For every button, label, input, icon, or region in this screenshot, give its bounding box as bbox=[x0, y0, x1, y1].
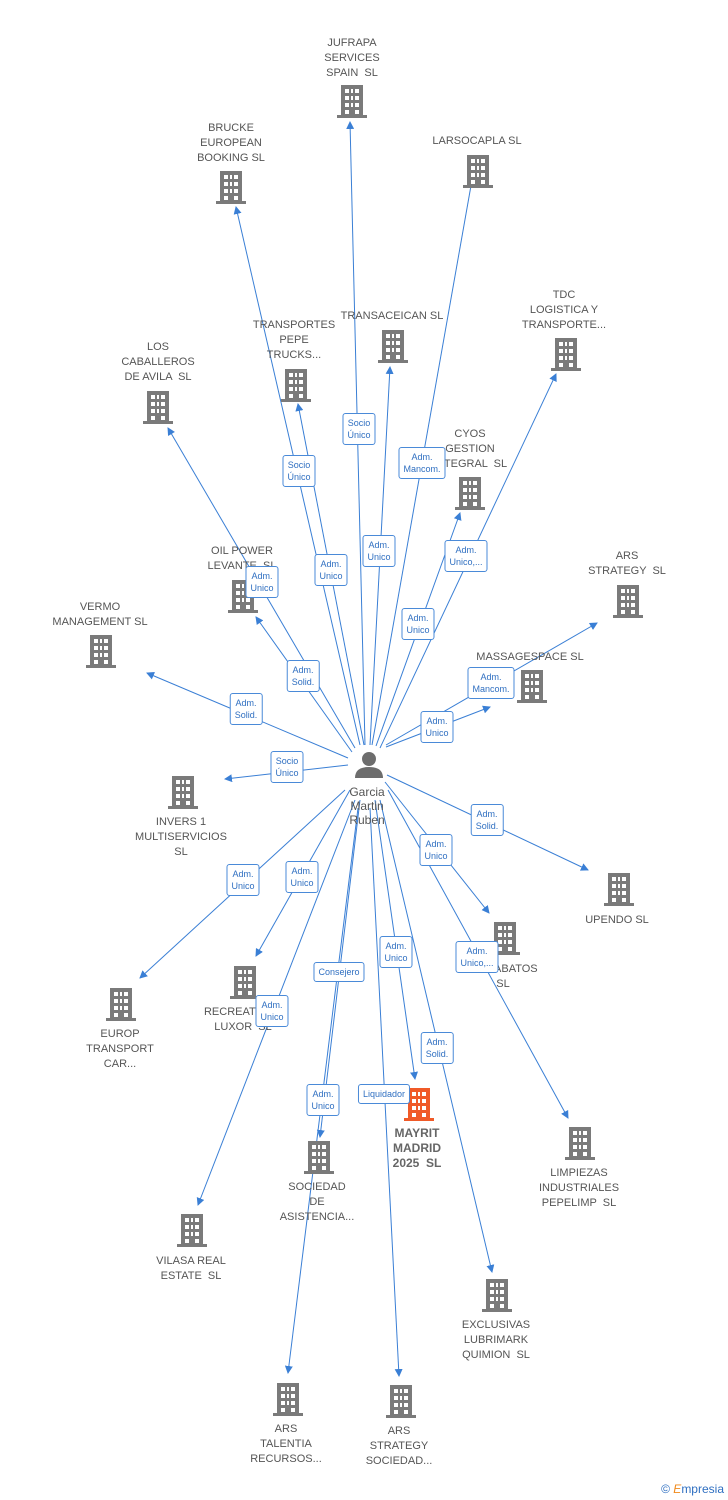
building-icon-vermo[interactable] bbox=[86, 635, 116, 668]
relation-label-ars_strategy[interactable]: Adm. Mancom. bbox=[467, 667, 515, 699]
company-label-larsocapla[interactable]: LARSOCAPLA SL bbox=[432, 135, 522, 147]
building-icon-transaceican[interactable] bbox=[378, 330, 408, 363]
relation-label-europ[interactable]: Adm. Unico bbox=[226, 864, 260, 896]
building-icon-europ[interactable] bbox=[106, 988, 136, 1021]
company-label-upendo[interactable]: UPENDO SL bbox=[585, 914, 649, 926]
copyright-symbol: © bbox=[661, 1482, 670, 1496]
relation-label-brucke[interactable]: Socio Único bbox=[282, 455, 316, 487]
company-label-europ[interactable]: EUROP TRANSPORT CAR... bbox=[86, 1028, 154, 1070]
building-icon-ars_strategy[interactable] bbox=[613, 585, 643, 618]
building-icon-larsocapla[interactable] bbox=[463, 155, 493, 188]
building-icon-limpiezas[interactable] bbox=[565, 1127, 595, 1160]
relation-label-invers[interactable]: Socio Único bbox=[270, 751, 304, 783]
company-label-oilpower[interactable]: OIL POWER LEVANTE SL bbox=[207, 545, 277, 572]
relation-label-larsocapla[interactable]: Adm. Mancom. bbox=[398, 447, 446, 479]
relation-label-transaceican[interactable]: Adm. Unico bbox=[362, 535, 396, 567]
building-icon-cyos[interactable] bbox=[455, 477, 485, 510]
building-icon-invers[interactable] bbox=[168, 776, 198, 809]
company-label-caballeros[interactable]: LOS CABALLEROS DE AVILA SL bbox=[121, 341, 195, 383]
building-icon-jufrapa[interactable] bbox=[337, 85, 367, 118]
relation-label-limpiezas[interactable]: Adm. Unico,... bbox=[455, 941, 499, 973]
brand-watermark: © Empresia bbox=[661, 1482, 724, 1496]
company-label-jufrapa[interactable]: JUFRAPA SERVICES SPAIN SL bbox=[324, 37, 380, 79]
relation-label-upendo[interactable]: Adm. Solid. bbox=[470, 804, 504, 836]
company-label-vilasa[interactable]: VILASA REAL ESTATE SL bbox=[156, 1255, 226, 1282]
building-icon-ars_talentia[interactable] bbox=[273, 1383, 303, 1416]
relation-label-sociedad[interactable]: Consejero bbox=[313, 962, 365, 982]
building-icon-vilasa[interactable] bbox=[177, 1214, 207, 1247]
relation-label-rabatos[interactable]: Adm. Unico bbox=[419, 834, 453, 866]
building-icon-brucke[interactable] bbox=[216, 171, 246, 204]
relation-label-tdc[interactable]: Adm. Unico,... bbox=[444, 540, 488, 572]
company-label-tdc[interactable]: TDC LOGISTICA Y TRANSPORTE... bbox=[521, 289, 607, 331]
company-label-sociedad[interactable]: SOCIEDAD DE ASISTENCIA... bbox=[279, 1181, 355, 1223]
company-label-ars_strategy[interactable]: ARS STRATEGY SL bbox=[588, 550, 666, 577]
relation-label-exclusivas[interactable]: Adm. Solid. bbox=[420, 1032, 454, 1064]
relation-label-pepe[interactable]: Adm. Unico bbox=[314, 554, 348, 586]
relation-label-mayrit[interactable]: Adm. Unico bbox=[379, 936, 413, 968]
building-icon-sociedad[interactable] bbox=[304, 1141, 334, 1174]
relation-label-caballeros[interactable]: Adm. Unico bbox=[245, 566, 279, 598]
relation-label-oilpower[interactable]: Adm. Solid. bbox=[286, 660, 320, 692]
company-label-massage[interactable]: MASSAGESPACE SL bbox=[476, 651, 584, 663]
company-label-mayrit[interactable]: MAYRIT MADRID 2025 SL bbox=[392, 1126, 442, 1170]
relation-label-ars_talentia[interactable]: Adm. Unico bbox=[306, 1084, 340, 1116]
relation-label-cyos[interactable]: Adm. Unico bbox=[401, 608, 435, 640]
building-icon-upendo[interactable] bbox=[604, 873, 634, 906]
building-icon-tdc[interactable] bbox=[551, 338, 581, 371]
company-label-transaceican[interactable]: TRANSACEICAN SL bbox=[340, 310, 444, 322]
company-label-limpiezas[interactable]: LIMPIEZAS INDUSTRIALES PEPELIMP SL bbox=[538, 1167, 620, 1209]
building-icon-ars_sociedad[interactable] bbox=[386, 1385, 416, 1418]
relation-label-massage[interactable]: Adm. Unico bbox=[420, 711, 454, 743]
company-label-invers[interactable]: INVERS 1 MULTISERVICIOS SL bbox=[135, 816, 227, 858]
company-label-brucke[interactable]: BRUCKE EUROPEAN BOOKING SL bbox=[197, 122, 265, 164]
company-label-pepe[interactable]: TRANSPORTES PEPE TRUCKS... bbox=[252, 319, 336, 361]
relation-label-jufrapa[interactable]: Socio Único bbox=[342, 413, 376, 445]
relation-label-vermo[interactable]: Adm. Solid. bbox=[229, 693, 263, 725]
company-label-cyos[interactable]: CYOS GESTION INTEGRAL SL bbox=[432, 428, 508, 470]
company-label-ars_talentia[interactable]: ARS TALENTIA RECURSOS... bbox=[250, 1423, 322, 1465]
company-label-exclusivas[interactable]: EXCLUSIVAS LUBRIMARK QUIMION SL bbox=[461, 1319, 531, 1361]
person-name-label[interactable]: Garcia Martin Ruben bbox=[349, 785, 385, 827]
building-icon-recrea[interactable] bbox=[230, 966, 260, 999]
building-icon-massage[interactable] bbox=[517, 670, 547, 703]
brand-initial: E bbox=[673, 1482, 682, 1496]
relation-label-recrea[interactable]: Adm. Unico bbox=[285, 861, 319, 893]
building-icon-caballeros[interactable] bbox=[143, 391, 173, 424]
building-icon-exclusivas[interactable] bbox=[482, 1279, 512, 1312]
person-icon[interactable] bbox=[355, 752, 383, 778]
building-icon-pepe[interactable] bbox=[281, 369, 311, 402]
brand-name: mpresia bbox=[681, 1482, 724, 1496]
relation-label-vilasa[interactable]: Adm. Unico bbox=[255, 995, 289, 1027]
relation-label-ars_sociedad[interactable]: Liquidador bbox=[357, 1084, 411, 1104]
company-label-vermo[interactable]: VERMO MANAGEMENT SL bbox=[52, 601, 148, 628]
company-label-ars_sociedad[interactable]: ARS STRATEGY SOCIEDAD... bbox=[365, 1425, 433, 1467]
